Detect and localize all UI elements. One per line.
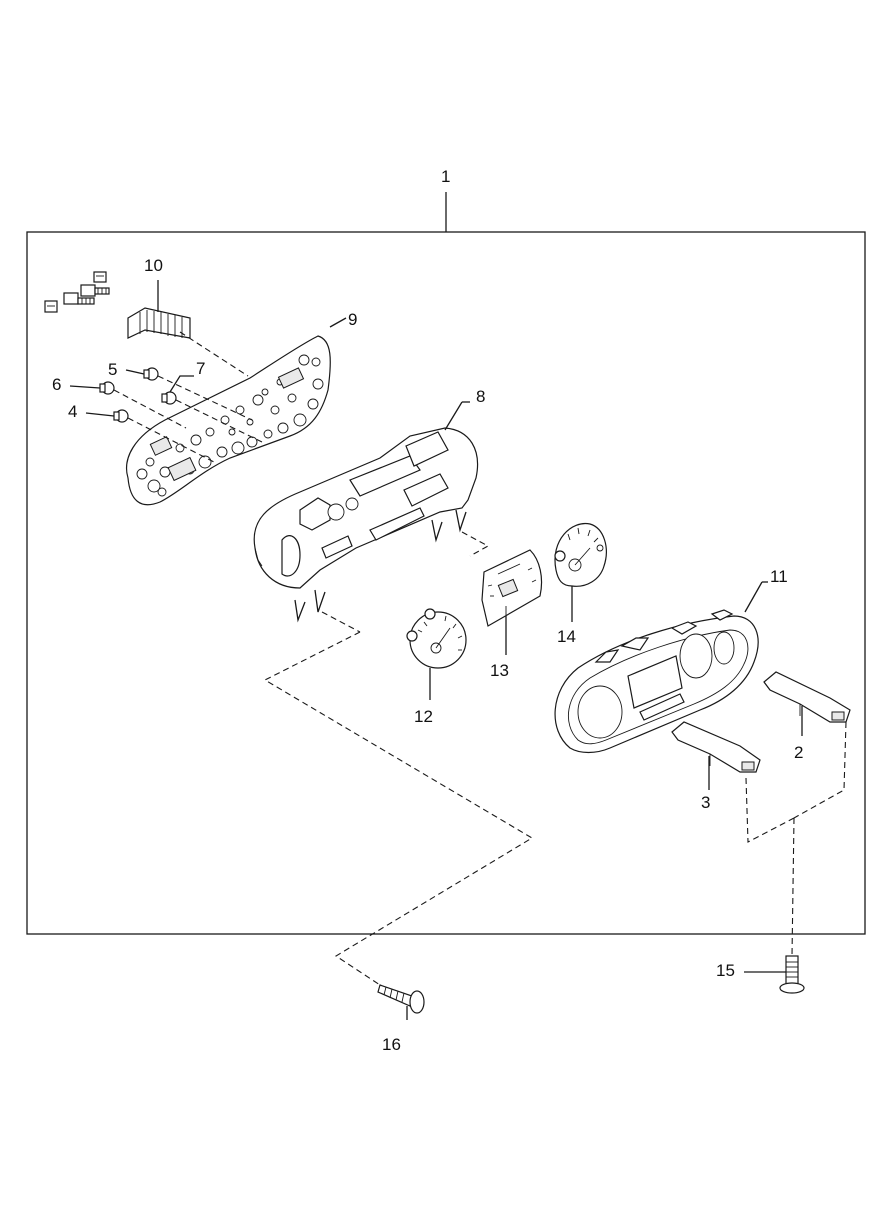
callout-9-label: 9 [348, 310, 357, 329]
part-15-screw: 15 [716, 955, 805, 994]
callout-1: 1 [441, 167, 450, 232]
callout-1-label: 1 [441, 167, 450, 186]
bulb-b [80, 284, 110, 297]
part-9-circuit-board: 9 [126, 310, 357, 506]
callout-3-label: 3 [701, 793, 710, 812]
gauge-14-ticks [567, 527, 599, 543]
callout-2-label: 2 [794, 743, 803, 762]
part-10-sockets: 10 [44, 256, 191, 339]
part-12-gauge: 12 [406, 608, 467, 726]
callout-8-label: 8 [476, 387, 485, 406]
bezel-tabs [594, 609, 734, 663]
callout-7-label: 7 [196, 359, 205, 378]
gauge-13-ticks [487, 567, 537, 597]
callout-5-label: 5 [108, 360, 117, 379]
part-14-gauge: 14 [554, 522, 607, 646]
connector-block [127, 307, 191, 339]
part-16-screw: 16 [377, 984, 425, 1054]
part-11-bezel: 11 [554, 567, 788, 754]
callout-4-label: 4 [68, 402, 77, 421]
callout-15-label: 15 [716, 961, 735, 980]
bulb-a [93, 271, 107, 283]
callout-10-label: 10 [144, 256, 163, 275]
assembly-frame [26, 231, 866, 935]
callout-12-label: 12 [414, 707, 433, 726]
callout-11-label: 11 [770, 567, 788, 586]
part-8-housing: 8 [253, 387, 485, 623]
callout-14-label: 14 [557, 627, 576, 646]
part-6-bulb: 6 [52, 375, 187, 429]
gauge-12-ticks [417, 615, 463, 651]
callout-6-label: 6 [52, 375, 61, 394]
part-3-bracket: 3 [671, 721, 761, 812]
bulb-c [63, 292, 95, 305]
part-13-gauge: 13 [481, 549, 543, 680]
part-2-bracket: 2 [763, 671, 851, 762]
part-4-bulb: 4 [68, 402, 215, 463]
bulb-d [44, 300, 58, 313]
part-5-bulb: 5 [108, 360, 253, 421]
callout-13-label: 13 [490, 661, 509, 680]
callout-16-label: 16 [382, 1035, 401, 1054]
part-7-bulb: 7 [161, 359, 263, 443]
